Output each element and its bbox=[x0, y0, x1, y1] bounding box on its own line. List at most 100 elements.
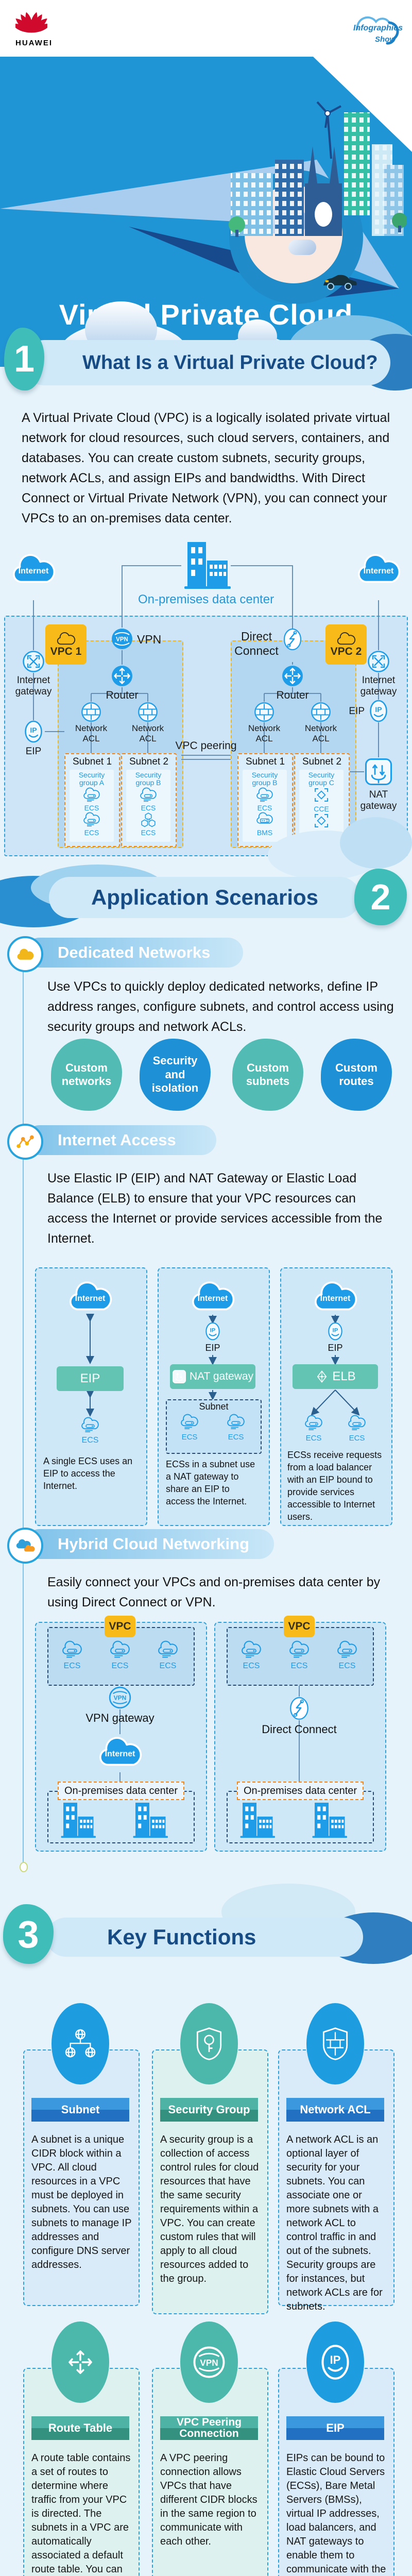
router-label: Router bbox=[106, 689, 139, 701]
data-center-building-icon bbox=[180, 540, 232, 589]
hybrid-circle bbox=[7, 1528, 43, 1564]
ecs-label: ECS bbox=[159, 1662, 177, 1670]
section1-number-badge: 1 bbox=[4, 328, 44, 391]
ecs-item: ECS bbox=[226, 1414, 246, 1442]
huawei-flower-icon bbox=[12, 12, 51, 33]
eip-icon bbox=[203, 1321, 222, 1342]
ecs-item: ECS bbox=[157, 1640, 179, 1671]
ecs-label: ECS bbox=[81, 1436, 99, 1445]
network-acl-label: Network ACL bbox=[248, 723, 281, 744]
hybrid-text: Easily connect your VPCs and on-premises… bbox=[47, 1575, 381, 1609]
internet-label: Internet bbox=[105, 1750, 135, 1758]
subnet-card-text: A subnet is a unique CIDR block within a… bbox=[31, 2134, 132, 2270]
network-acl-icon bbox=[138, 702, 158, 722]
eip-label: EIP bbox=[205, 1343, 220, 1353]
elb-box: ELB bbox=[293, 1364, 378, 1389]
section2-title: Application Scenarios bbox=[91, 885, 319, 909]
elb-icon bbox=[315, 1369, 329, 1384]
ecs-icon bbox=[82, 787, 101, 803]
internet-cloud: Internet bbox=[96, 1734, 144, 1773]
eip-box: EIP bbox=[57, 1366, 124, 1391]
vpc1-label: VPC 1 bbox=[50, 646, 82, 657]
shield-brick-icon bbox=[320, 2026, 350, 2061]
ecs-item: ECS bbox=[240, 1640, 263, 1671]
infographics-cloud-icon bbox=[356, 16, 399, 45]
huawei-logo: HUAWEI bbox=[12, 8, 77, 52]
subnet-label: Subnet 1 bbox=[72, 756, 112, 767]
diagram1-connectors bbox=[33, 565, 379, 772]
ecs-label: ECS bbox=[338, 1662, 356, 1670]
section1-banner: What Is a Virtual Private Cloud? bbox=[22, 340, 390, 385]
security-group-label: Security group B bbox=[251, 771, 278, 787]
ecs-icon bbox=[139, 787, 158, 803]
ecs-label: ECS bbox=[181, 1433, 198, 1442]
security-group-card-icon bbox=[180, 2003, 238, 2084]
internet-access-circle bbox=[7, 1124, 43, 1160]
internet-gateway-icon bbox=[367, 650, 390, 673]
cloud-shape bbox=[340, 817, 412, 869]
hybrid-header: Hybrid Cloud Networking bbox=[25, 1529, 274, 1559]
ecs-item: ECS bbox=[80, 1417, 100, 1445]
badge-security-isolation: Security and isolation bbox=[140, 1039, 211, 1111]
internet-label: Internet bbox=[75, 1294, 106, 1303]
direct-connect-label: Direct Connect bbox=[234, 630, 279, 657]
internet-access-header: Internet Access bbox=[25, 1125, 216, 1155]
subnet-box: Subnet 1 Security group A ECS ECS bbox=[64, 753, 120, 847]
infographics-show-logo: Infographics Show bbox=[346, 7, 408, 52]
elb-label: ELB bbox=[332, 1369, 356, 1383]
ecs-item: ECS bbox=[179, 1414, 200, 1442]
dedicated-networks-text: Use VPCs to quickly deploy dedicated net… bbox=[47, 979, 394, 1034]
two-clouds-icon bbox=[16, 1539, 35, 1552]
infographics-logo-line2: Show bbox=[375, 35, 396, 44]
internet-cloud-right: Internet bbox=[354, 551, 403, 591]
ecs-cluster-icon bbox=[140, 812, 157, 827]
eip-label: EIP bbox=[80, 1371, 100, 1385]
ia-panel1-desc: A single ECS uses an EIP to access the I… bbox=[43, 1456, 133, 1491]
vpc-peering-card-title: VPC Peering Connection bbox=[160, 2416, 258, 2440]
internet-cloud-left: Internet bbox=[9, 551, 58, 591]
ecs-label: ECS bbox=[141, 828, 156, 837]
badge-custom-routes: Custom routes bbox=[321, 1039, 392, 1111]
badge-custom-networks: Custom networks bbox=[51, 1039, 122, 1111]
vpc-label: VPC bbox=[288, 1620, 311, 1632]
building-icon bbox=[237, 1801, 276, 1838]
internet-gateway-label: Internet gateway bbox=[15, 675, 52, 698]
vpc1-badge: VPC 1 bbox=[45, 624, 87, 665]
subnet-label: Subnet 2 bbox=[302, 756, 342, 767]
security-group-box: Security group B ECS BMS bbox=[243, 770, 287, 842]
city-illustration bbox=[229, 101, 407, 237]
router-arrows-icon bbox=[64, 2346, 97, 2379]
subnet-card-icon bbox=[52, 2003, 109, 2084]
nat-gateway-label: NAT gateway bbox=[360, 789, 397, 812]
network-dots-icon bbox=[16, 1135, 34, 1148]
router-icon bbox=[111, 665, 133, 687]
card-network-acl bbox=[278, 2049, 394, 2306]
nat-gateway-label: NAT gateway bbox=[189, 1370, 254, 1382]
security-group-label: Security group A bbox=[78, 771, 105, 787]
ip-circle-icon: IP bbox=[321, 2345, 349, 2380]
vpc-peering-card-text: A VPC peering connection allows VPCs tha… bbox=[160, 2452, 258, 2547]
vpc-badge: VPC bbox=[284, 1616, 315, 1637]
ecs-item: ECS bbox=[347, 1415, 367, 1443]
security-group-box: Security group A ECS ECS bbox=[70, 770, 114, 842]
subnet-label: Subnet 1 bbox=[245, 756, 285, 767]
subnet-box: Subnet bbox=[166, 1399, 262, 1454]
vpn-circle-icon bbox=[192, 2345, 226, 2379]
internet-cloud: Internet bbox=[311, 1279, 359, 1315]
onprem-label-box: On-premises data center bbox=[237, 1782, 364, 1800]
hero-banner: Virtual Private Cloud bbox=[0, 57, 412, 367]
section3-banner: Key Functions bbox=[46, 1918, 363, 1957]
network-acl-icon bbox=[311, 702, 331, 722]
ecs-label: ECS bbox=[111, 1662, 129, 1670]
vpn-label: VPN bbox=[137, 633, 162, 646]
globe-network-icon bbox=[64, 2028, 96, 2059]
ia-panel3-desc: ECSs receive requests from a load balanc… bbox=[287, 1450, 382, 1522]
vpn-gateway-label: VPN gateway bbox=[85, 1711, 154, 1724]
svg-text:IP: IP bbox=[330, 2353, 341, 2366]
ecs-item: ECS bbox=[303, 1415, 324, 1443]
ecs-label: ECS bbox=[228, 1433, 244, 1442]
huawei-wordmark: HUAWEI bbox=[15, 39, 53, 47]
internet-cloud: Internet bbox=[66, 1279, 114, 1318]
eip-card-icon: IP bbox=[306, 2321, 364, 2403]
